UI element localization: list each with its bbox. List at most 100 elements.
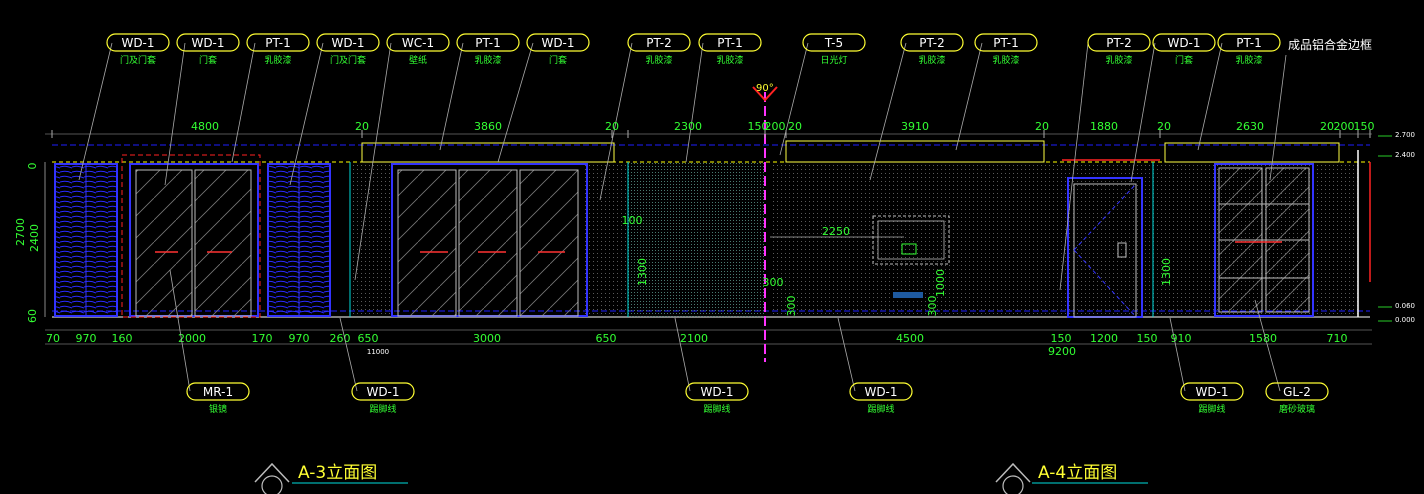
title-a4-text: A-4立面图 <box>1038 463 1117 483</box>
inner-dim-2: 2250 <box>822 225 850 238</box>
top-tag-1-code: WD-1 <box>191 36 224 50</box>
bottom-tag-5-desc: 磨砂玻璃 <box>1279 403 1315 415</box>
top-tag-4: WC-1 壁纸 <box>386 33 450 66</box>
top-dim-15: 150 <box>1354 120 1375 133</box>
left-dim-1: 2700 <box>14 218 27 246</box>
right-level-0: 2.700 <box>1395 131 1415 139</box>
bottom-dim-5: 970 <box>289 332 310 345</box>
top-tag-4-desc: 壁纸 <box>409 54 427 66</box>
title-a3: A-3立面图 <box>254 462 408 494</box>
inner-dim-3: 300 <box>763 276 784 289</box>
bottom-dim-2: 160 <box>112 332 133 345</box>
top-dim-14: 200 <box>1334 120 1355 133</box>
top-tag-8-desc: 乳胶漆 <box>716 54 743 66</box>
bottom-dim-3: 2000 <box>178 332 206 345</box>
top-tag-4-code: WC-1 <box>402 36 434 50</box>
left-dim-3: 60 <box>26 309 39 323</box>
right-level-1: 2.400 <box>1395 151 1415 159</box>
top-tag-13-code: WD-1 <box>1167 36 1200 50</box>
bottom-tag-5-code: GL-2 <box>1283 385 1311 399</box>
top-dim-13: 20 <box>1320 120 1334 133</box>
top-tag-13-desc: 门套 <box>1175 54 1193 66</box>
top-leaders <box>78 42 1287 291</box>
right-level-3: 0.000 <box>1395 316 1415 324</box>
angle-label: 90° <box>756 83 774 94</box>
bottom-dim-12: 150 <box>1051 332 1072 345</box>
top-dim-5: 150 <box>748 120 769 133</box>
top-dim-3: 20 <box>605 120 619 133</box>
wall-box <box>872 215 950 298</box>
bottom-dim-10: 2100 <box>680 332 708 345</box>
top-dim-11: 20 <box>1157 120 1171 133</box>
bottom-tag-0: MR-1银镜 <box>186 382 250 415</box>
wood-door-middle <box>267 163 331 317</box>
right-level-2: 0.060 <box>1395 302 1415 310</box>
bottom-dim-7: 650 <box>358 332 379 345</box>
wood-door-left <box>54 163 118 317</box>
title-a4: A-4立面图 <box>995 462 1148 494</box>
inner-dim-0: 100 <box>622 214 643 227</box>
top-dim-4: 2300 <box>674 120 702 133</box>
bottom-tag-4: WD-1 踢脚线 <box>1180 382 1244 415</box>
top-dim-1: 20 <box>355 120 369 133</box>
bottom-dim-11: 4500 <box>896 332 924 345</box>
top-dim-10: 1880 <box>1090 120 1118 133</box>
bottom-dim-16: 1580 <box>1249 332 1277 345</box>
bottom-dim-17: 710 <box>1327 332 1348 345</box>
top-tag-0: WD-1 门及门套 <box>106 33 170 66</box>
top-tag-1: WD-1 门套 <box>176 33 240 66</box>
bottom-tag-4-desc: 踢脚线 <box>1198 403 1225 415</box>
top-material-tags: WD-1门及门套WD-1门套PT-1乳胶漆WD-1门及门套WC-1壁纸PT-1乳… <box>106 33 1281 66</box>
left-dim-2: 2400 <box>28 224 41 252</box>
top-tag-1-desc: 门套 <box>199 54 217 66</box>
top-tag-0-desc: 门及门套 <box>120 54 156 66</box>
top-tag-0-code: WD-1 <box>121 36 154 50</box>
ceiling-light-troughs <box>361 140 1340 163</box>
top-tag-2-code: PT-1 <box>265 36 290 50</box>
top-tag-9-code: T-5 <box>824 36 843 50</box>
right-level-marks: 2.700 2.400 0.060 0.000 <box>1378 131 1415 324</box>
top-tag-3-code: WD-1 <box>331 36 364 50</box>
single-door <box>1067 177 1143 318</box>
frosted-glass-cabinet <box>1214 163 1314 317</box>
bottom-dim-0: 70 <box>46 332 60 345</box>
top-tag-7-desc: 乳胶漆 <box>645 54 672 66</box>
aluminum-frame <box>1357 150 1371 317</box>
bottom-tag-2: WD-1 踢脚线 <box>685 382 749 415</box>
top-dim-0: 4800 <box>191 120 219 133</box>
bottom-tag-1-desc: 踢脚线 <box>369 403 396 415</box>
bottom-tag-3-desc: 踢脚线 <box>867 403 894 415</box>
top-tag-6: WD-1 门套 <box>526 33 590 66</box>
top-tag-10-desc: 乳胶漆 <box>918 54 945 66</box>
top-tag-6-code: WD-1 <box>541 36 574 50</box>
top-tag-12-desc: 乳胶漆 <box>1105 54 1132 66</box>
bottom-dim-4: 170 <box>252 332 273 345</box>
bottom-dim-14: 150 <box>1137 332 1158 345</box>
bottom-dim-15: 910 <box>1171 332 1192 345</box>
bottom-total-a4: 9200 <box>1048 345 1076 358</box>
mirror-doors <box>121 154 261 318</box>
top-tag-6-desc: 门套 <box>549 54 567 66</box>
top-tag-14-code: PT-1 <box>1236 36 1261 50</box>
bottom-dim-6: 260 <box>330 332 351 345</box>
top-dim-9: 20 <box>1035 120 1049 133</box>
top-dim-8: 3910 <box>901 120 929 133</box>
bottom-tag-2-code: WD-1 <box>700 385 733 399</box>
top-tag-11-code: PT-1 <box>993 36 1018 50</box>
cyan-guides <box>349 162 1154 317</box>
top-dim-7: 20 <box>788 120 802 133</box>
bottom-tag-3-code: WD-1 <box>864 385 897 399</box>
top-dim-2: 3860 <box>474 120 502 133</box>
bottom-dim-1: 970 <box>76 332 97 345</box>
inner-dim-7: 1300 <box>1160 258 1173 286</box>
inner-dim-4: 300 <box>785 296 798 317</box>
bottom-tag-2-desc: 踢脚线 <box>703 403 730 415</box>
bottom-tag-4-code: WD-1 <box>1195 385 1228 399</box>
